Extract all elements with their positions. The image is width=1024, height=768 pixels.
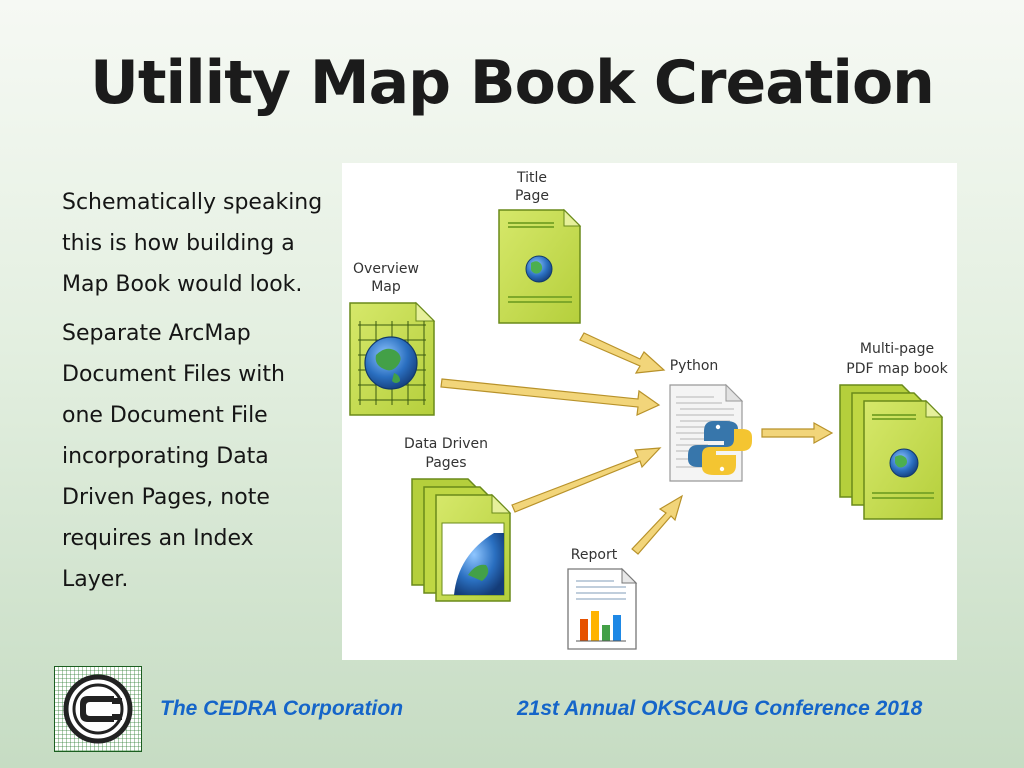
- paragraph-1: Schematically speaking this is how build…: [62, 190, 323, 297]
- svg-text:Python: Python: [670, 358, 719, 374]
- report-label: Report: [571, 547, 618, 563]
- svg-text:Pages: Pages: [425, 455, 466, 471]
- svg-text:Overview: Overview: [353, 261, 419, 277]
- arrow-title-to-python: [579, 332, 666, 374]
- svg-text:Map: Map: [371, 279, 401, 295]
- overview-map-label: Overview Map: [353, 261, 419, 295]
- arrow-overview-to-python: [440, 378, 661, 416]
- python-script-icon: [669, 383, 752, 482]
- python-label: Python: [670, 358, 719, 374]
- arrow-ddp-to-python: [511, 447, 662, 513]
- svg-text:Page: Page: [515, 188, 549, 204]
- svg-text:Data Driven: Data Driven: [404, 436, 488, 452]
- paragraph-2: Separate ArcMap Document Files with one …: [62, 321, 285, 592]
- arrow-report-to-python: [631, 494, 684, 555]
- grid-map-globe-icon: [349, 301, 436, 416]
- svg-text:Title: Title: [516, 170, 547, 186]
- slide-title: Utility Map Book Creation: [90, 48, 935, 118]
- document-globe-icon: [498, 208, 582, 324]
- title-page-label: Title Page: [515, 170, 549, 204]
- report-bar-chart-icon: [567, 567, 638, 650]
- svg-text:PDF map book: PDF map book: [846, 361, 948, 377]
- svg-text:Multi-page: Multi-page: [860, 341, 934, 357]
- footer-company: The CEDRA Corporation: [160, 697, 404, 720]
- body-text: Schematically speaking this is how build…: [62, 182, 324, 608]
- svg-text:Report: Report: [571, 547, 618, 563]
- arrow-python-to-output: [761, 421, 834, 445]
- data-driven-pages-label: Data Driven Pages: [404, 436, 488, 471]
- output-label: Multi-page PDF map book: [846, 341, 948, 377]
- workflow-diagram: Title Page Overview Map: [342, 163, 957, 660]
- stacked-pdf-globe-icon: [839, 384, 944, 520]
- cedra-logo-icon: [54, 666, 142, 752]
- stacked-pages-map-icon: [411, 478, 512, 602]
- footer-conference: 21st Annual OKSCAUG Conference 2018: [517, 697, 923, 720]
